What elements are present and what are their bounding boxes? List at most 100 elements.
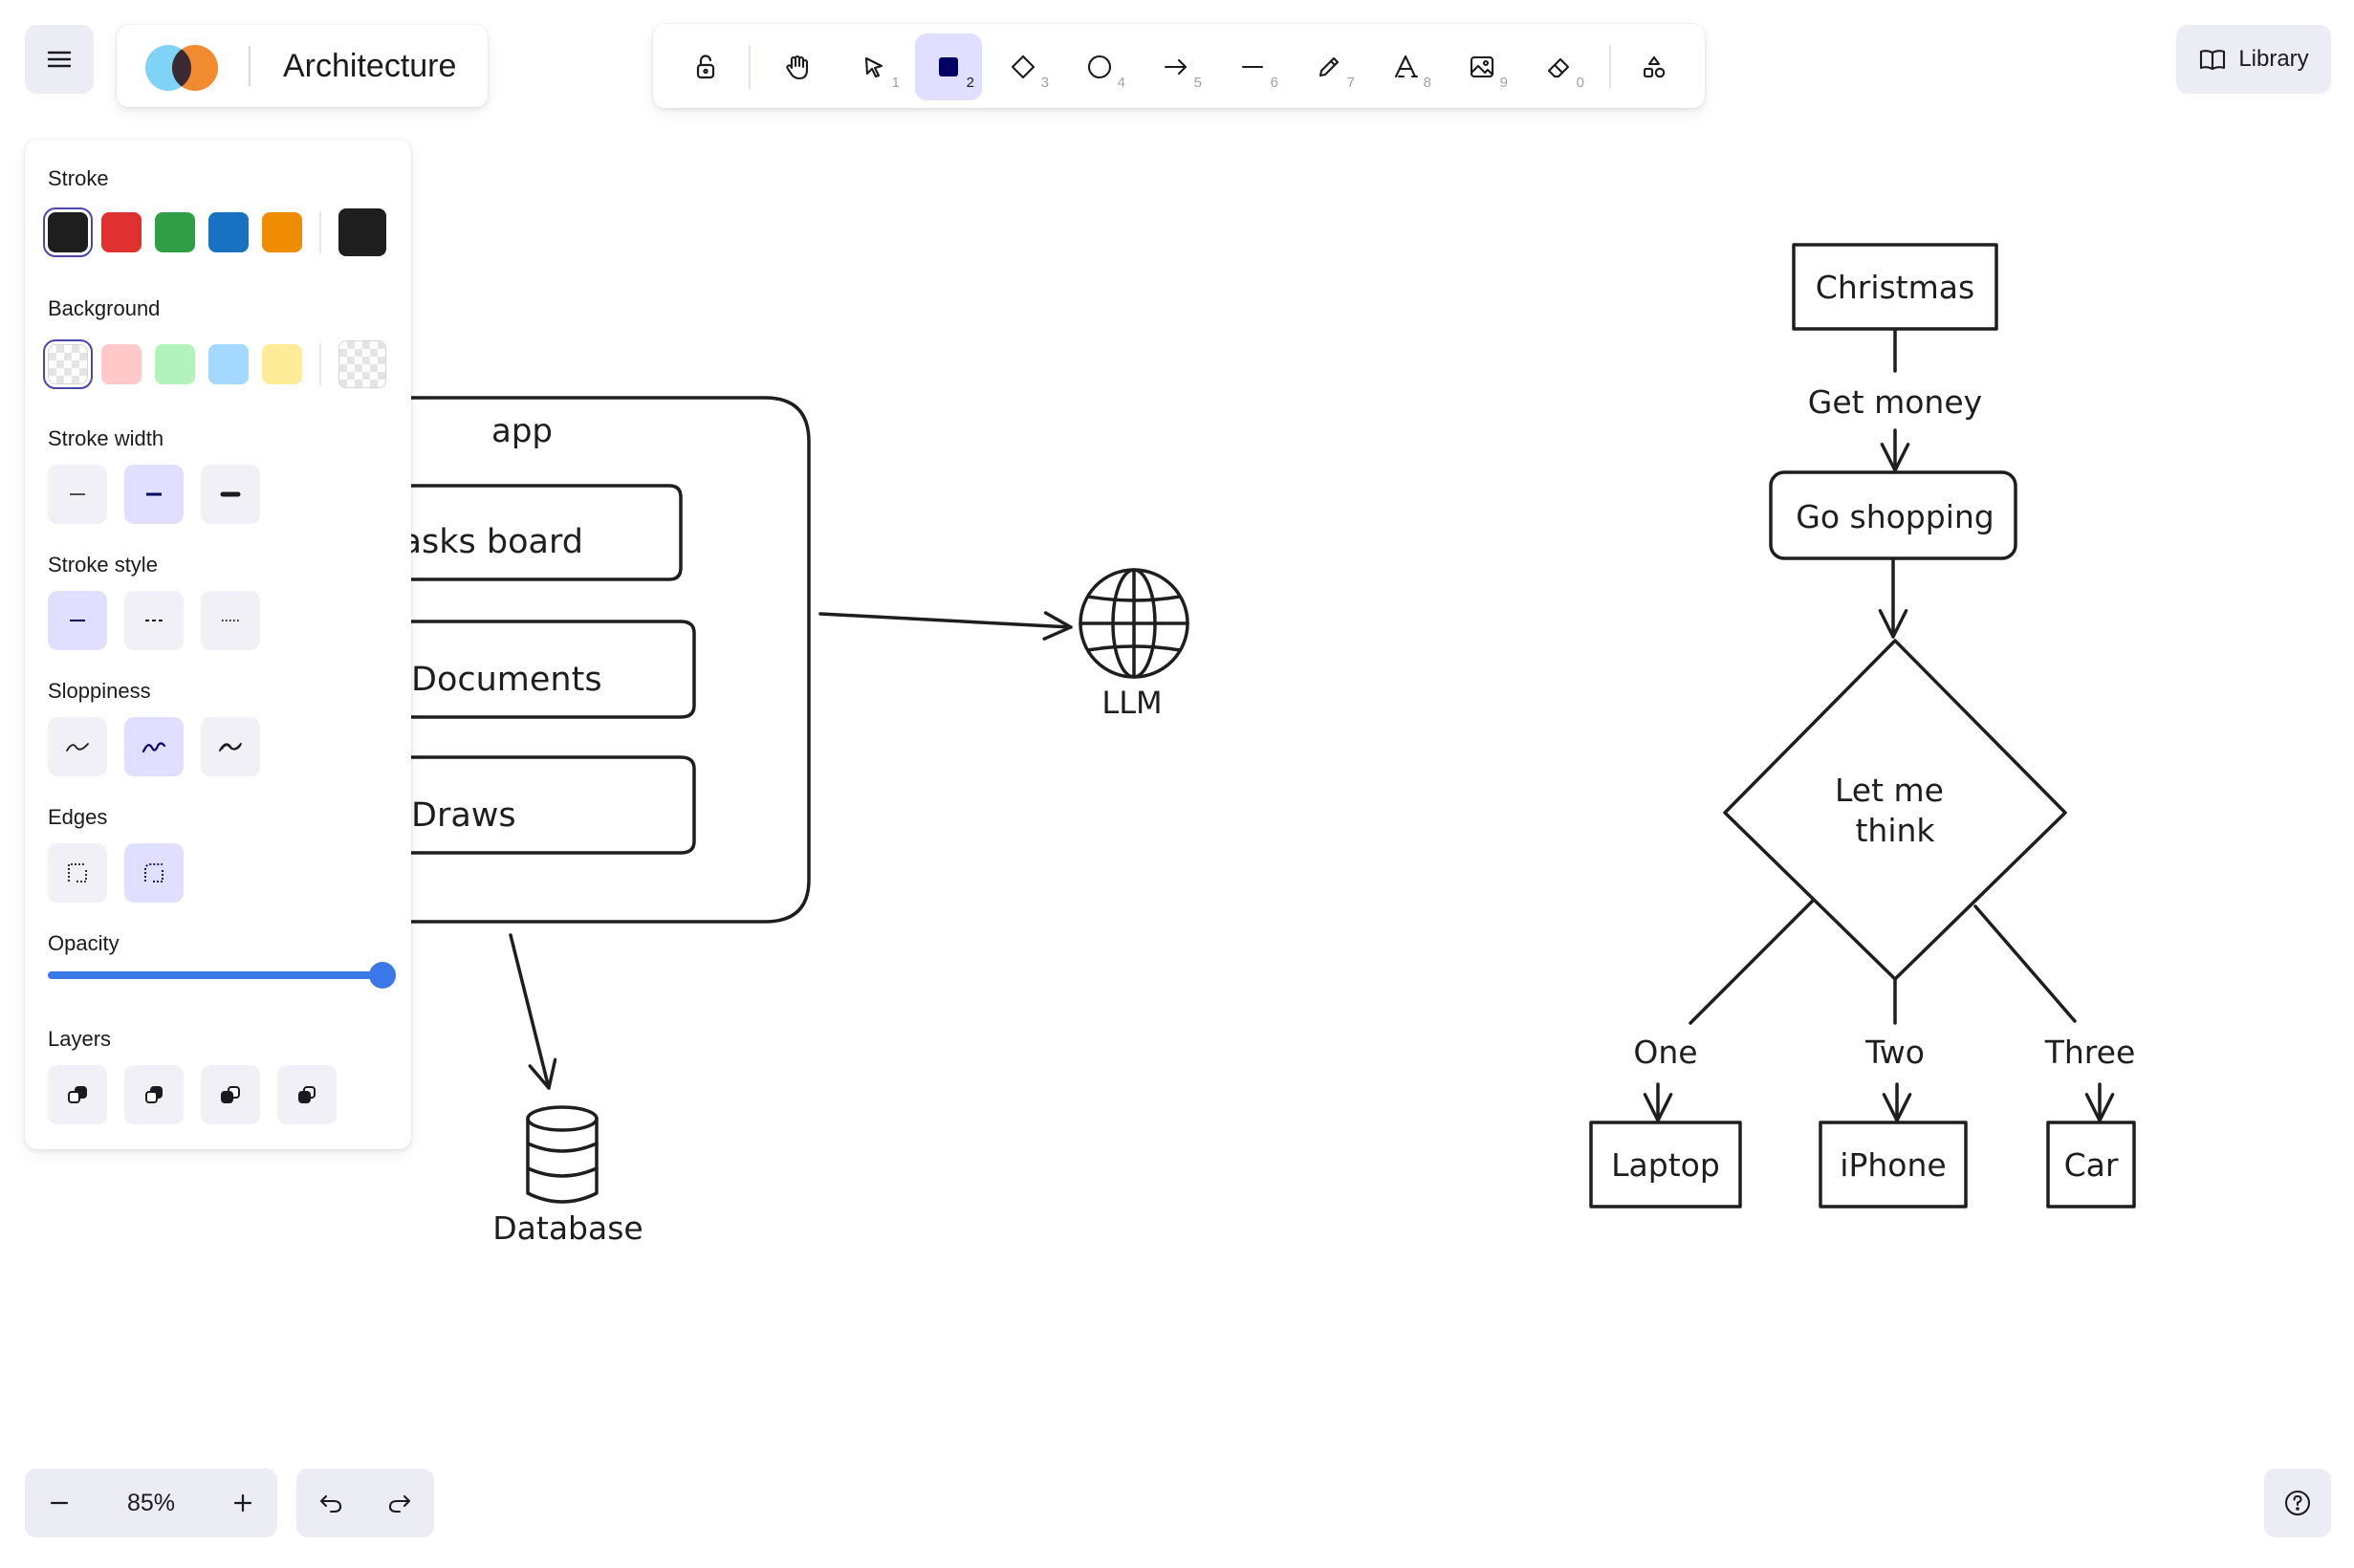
tool-extra-tools[interactable] bbox=[1621, 33, 1688, 100]
tool-lock[interactable] bbox=[672, 33, 739, 100]
title-separator bbox=[249, 46, 251, 86]
app-item-box[interactable] bbox=[400, 755, 696, 855]
zoom-out-button[interactable] bbox=[25, 1469, 94, 1537]
flow-node-car[interactable] bbox=[2046, 1121, 2136, 1209]
stroke-style-dotted[interactable] bbox=[201, 591, 260, 650]
undo-icon bbox=[319, 1494, 342, 1514]
edges-sharp[interactable] bbox=[48, 843, 107, 903]
send-to-back-button[interactable] bbox=[48, 1065, 107, 1124]
stroke-width-thin[interactable] bbox=[48, 465, 107, 524]
app-logo bbox=[145, 45, 218, 91]
app-item-box[interactable] bbox=[400, 484, 683, 581]
pointer-icon bbox=[864, 56, 883, 78]
edges-round-icon bbox=[144, 863, 163, 882]
opacity-slider-thumb[interactable] bbox=[369, 962, 396, 989]
tool-arrow[interactable]: 5 bbox=[1143, 33, 1210, 100]
sloppiness-artist[interactable] bbox=[124, 717, 184, 776]
background-color-swatch[interactable] bbox=[101, 344, 142, 384]
library-button[interactable]: Library bbox=[2176, 25, 2331, 94]
bring-forward-icon bbox=[221, 1086, 240, 1103]
stroke-current-color[interactable] bbox=[338, 208, 386, 256]
flow-node-go-shopping[interactable] bbox=[1769, 470, 2017, 560]
database-icon[interactable] bbox=[526, 1105, 599, 1204]
sloppiness-architect-icon bbox=[66, 743, 89, 751]
tool-diamond[interactable]: 3 bbox=[990, 33, 1057, 100]
opacity-label: Opacity bbox=[48, 931, 120, 955]
arrow-app-to-llm[interactable] bbox=[818, 611, 1073, 641]
decision-label: think bbox=[1855, 812, 1935, 849]
lock-open-icon bbox=[696, 54, 715, 79]
stroke-color-swatch[interactable] bbox=[155, 212, 195, 252]
toolbar-separator bbox=[1609, 45, 1611, 89]
shortcut-key: 4 bbox=[1117, 75, 1125, 91]
zoom-level-display[interactable]: 85% bbox=[126, 1490, 176, 1516]
tool-selection[interactable]: 1 bbox=[840, 33, 907, 100]
opacity-slider-track[interactable] bbox=[48, 971, 386, 979]
library-label: Library bbox=[2238, 46, 2309, 72]
layers-label: Layers bbox=[48, 1027, 112, 1051]
stroke-dashed-icon bbox=[145, 620, 163, 621]
sloppiness-architect[interactable] bbox=[48, 717, 107, 776]
stroke-style-solid[interactable] bbox=[48, 591, 107, 650]
flow-decision[interactable] bbox=[1723, 639, 2067, 981]
document-title[interactable]: Architecture bbox=[283, 48, 457, 84]
background-color-swatch[interactable] bbox=[155, 344, 195, 384]
zoom-in-button[interactable] bbox=[208, 1469, 277, 1537]
undo-button[interactable] bbox=[296, 1469, 365, 1537]
sloppiness-cartoonist[interactable] bbox=[201, 717, 260, 776]
send-backward-button[interactable] bbox=[124, 1065, 184, 1124]
edge-decision-three[interactable] bbox=[1973, 904, 2077, 1023]
edges-sharp-icon bbox=[68, 863, 87, 882]
background-color-swatch[interactable] bbox=[43, 339, 93, 389]
help-button[interactable] bbox=[2264, 1469, 2331, 1537]
stroke-style-dashed[interactable] bbox=[124, 591, 184, 650]
shortcut-key: 1 bbox=[891, 75, 900, 91]
stroke-color-swatch[interactable] bbox=[208, 212, 249, 252]
stroke-color-swatch[interactable] bbox=[43, 207, 93, 257]
background-color-swatch[interactable] bbox=[262, 344, 302, 384]
tool-hand[interactable] bbox=[764, 33, 831, 100]
app-item-label: Draws bbox=[411, 796, 516, 835]
text-icon bbox=[1394, 54, 1419, 78]
tool-rectangle[interactable]: 2 bbox=[915, 33, 982, 100]
bring-forward-button[interactable] bbox=[201, 1065, 260, 1124]
zoom-controls: 85% bbox=[25, 1469, 277, 1537]
flow-node-iphone[interactable] bbox=[1819, 1121, 1968, 1209]
stroke-color-swatch[interactable] bbox=[262, 212, 302, 252]
flow-node-label: Laptop bbox=[1611, 1146, 1720, 1184]
tool-line[interactable]: 6 bbox=[1219, 33, 1286, 100]
shortcut-key: 8 bbox=[1423, 75, 1431, 91]
redo-button[interactable] bbox=[365, 1469, 434, 1537]
flow-node-laptop[interactable] bbox=[1589, 1121, 1742, 1209]
llm-label: LLM bbox=[1101, 685, 1162, 721]
background-label: Background bbox=[48, 296, 161, 320]
background-current-color[interactable] bbox=[338, 340, 386, 388]
globe-icon[interactable] bbox=[1079, 568, 1189, 679]
main-menu-button[interactable] bbox=[25, 25, 94, 94]
app-item-box[interactable] bbox=[400, 620, 696, 719]
tool-text[interactable]: 8 bbox=[1372, 33, 1439, 100]
app-frame[interactable] bbox=[400, 396, 811, 924]
shortcut-key: 3 bbox=[1040, 75, 1049, 91]
edge-decision-one[interactable] bbox=[1689, 899, 1815, 1025]
stroke-width-bold[interactable] bbox=[124, 465, 184, 524]
edges-round[interactable] bbox=[124, 843, 184, 903]
flow-node-christmas[interactable] bbox=[1792, 243, 1998, 331]
swatch-separator bbox=[319, 343, 321, 385]
tool-eraser[interactable]: 0 bbox=[1525, 33, 1592, 100]
arrow-app-to-database[interactable] bbox=[509, 933, 557, 1090]
stroke-color-swatch[interactable] bbox=[101, 212, 142, 252]
sloppiness-label: Sloppiness bbox=[48, 679, 151, 703]
stroke-width-extra-bold[interactable] bbox=[201, 465, 260, 524]
tool-ellipse[interactable]: 4 bbox=[1066, 33, 1133, 100]
bring-to-front-button[interactable] bbox=[277, 1065, 337, 1124]
tool-draw[interactable]: 7 bbox=[1296, 33, 1362, 100]
background-color-swatch[interactable] bbox=[208, 344, 249, 384]
minus-icon bbox=[50, 1501, 69, 1505]
shortcut-key: 9 bbox=[1499, 75, 1508, 91]
flow-node-label: Car bbox=[2064, 1146, 2119, 1184]
toolbar-separator bbox=[749, 45, 751, 89]
tool-image[interactable]: 9 bbox=[1449, 33, 1515, 100]
shortcut-key: 0 bbox=[1576, 75, 1584, 91]
